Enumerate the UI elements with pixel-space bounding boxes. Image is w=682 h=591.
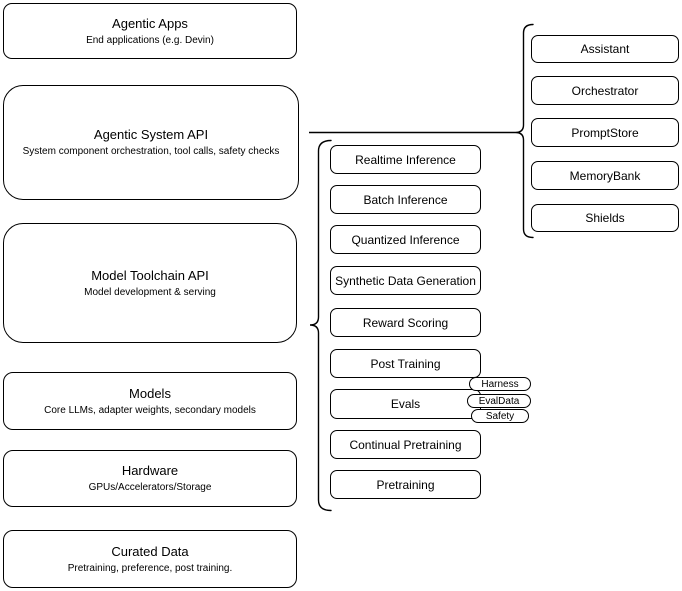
node-agentic-apps: Agentic Apps End applications (e.g. Devi… — [3, 3, 297, 59]
node-title: Models — [129, 385, 171, 401]
node-evals: Evals — [330, 389, 481, 419]
node-title: Agentic System API — [93, 127, 209, 142]
node-hardware: Hardware GPUs/Accelerators/Storage — [3, 450, 297, 507]
components-bracket — [515, 23, 534, 239]
node-agentic-system-api: Agentic System API System component orch… — [3, 85, 299, 200]
node-model-toolchain-api: Model Toolchain API Model development & … — [3, 223, 297, 343]
tag-harness: Harness — [469, 377, 531, 391]
node-memorybank: MemoryBank — [531, 161, 679, 190]
node-continual-pretraining: Continual Pretraining — [330, 430, 481, 459]
node-subtitle: GPUs/Accelerators/Storage — [88, 482, 212, 493]
node-realtime-inference: Realtime Inference — [330, 145, 481, 174]
node-subtitle: Model development & serving — [84, 286, 216, 298]
node-title: Curated Data — [111, 543, 189, 559]
node-batch-inference: Batch Inference — [330, 185, 481, 214]
tag-safety: Safety — [471, 409, 529, 423]
node-quantized-inference: Quantized Inference — [330, 225, 481, 254]
node-synthetic-data-generation: Synthetic Data Generation — [330, 266, 481, 295]
node-title: Hardware — [121, 463, 179, 478]
node-subtitle: Pretraining, preference, post training. — [67, 562, 233, 574]
node-pretraining: Pretraining — [330, 470, 481, 499]
node-assistant: Assistant — [531, 35, 679, 63]
node-subtitle: End applications (e.g. Devin) — [86, 34, 214, 46]
node-subtitle: Core LLMs, adapter weights, secondary mo… — [44, 404, 256, 416]
node-curated-data: Curated Data Pretraining, preference, po… — [3, 530, 297, 588]
tag-evaldata: EvalData — [467, 394, 531, 408]
node-models: Models Core LLMs, adapter weights, secon… — [3, 372, 297, 430]
node-post-training: Post Training — [330, 349, 481, 378]
node-shields: Shields — [531, 204, 679, 232]
node-promptstore: PromptStore — [531, 118, 679, 147]
node-title: Agentic Apps — [112, 15, 188, 31]
toolchain-bracket — [309, 139, 332, 512]
node-subtitle: System component orchestration, tool cal… — [22, 146, 280, 157]
node-orchestrator: Orchestrator — [531, 76, 679, 105]
node-title: Model Toolchain API — [91, 267, 209, 283]
node-reward-scoring: Reward Scoring — [330, 308, 481, 337]
